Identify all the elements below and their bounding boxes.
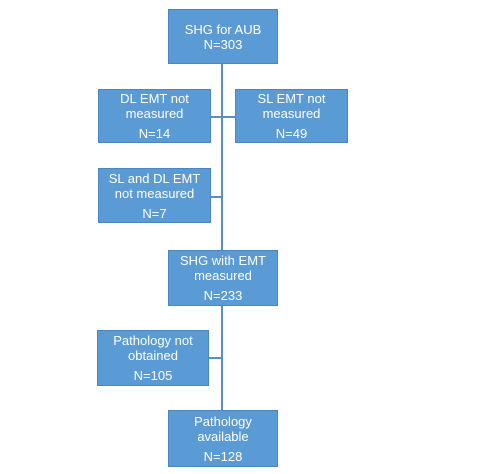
dl-emt-label-1: DL EMT not [120, 91, 189, 106]
pathology-available-box: Pathology available N=128 [168, 410, 278, 467]
pathology-not-obtained-label-2: obtained [128, 348, 178, 363]
pathology-not-obtained-label-1: Pathology not [113, 333, 193, 348]
sl-dl-branch-connector [211, 196, 222, 198]
sl-dl-emt-label-2: not measured [114, 185, 195, 201]
pathology-not-obtained-box: Pathology not obtained N=105 [97, 330, 209, 386]
sl-dl-emt-count: N=7 [142, 205, 167, 221]
sl-emt-count: N=49 [275, 126, 308, 141]
main-vertical-connector-bottom [221, 306, 223, 410]
dl-emt-not-measured-box: DL EMT not measured N=14 [98, 89, 211, 143]
pathology-available-count: N=128 [203, 448, 243, 464]
main-vertical-connector-top [221, 63, 223, 250]
dl-branch-connector [211, 116, 222, 118]
shg-with-emt-measured-box: SHG with EMT measured N=233 [168, 250, 278, 306]
sl-emt-label-1: SL EMT not [257, 91, 326, 106]
dl-emt-count: N=14 [138, 126, 171, 141]
sl-dl-emt-label-1: SL and DL EMT [108, 170, 201, 186]
pathology-not-obtained-connector [209, 357, 222, 359]
pathology-available-label-1: Pathology [194, 413, 252, 429]
shg-for-aub-count: N=303 [203, 36, 243, 52]
pathology-not-obtained-count: N=105 [133, 368, 173, 383]
shg-emt-count: N=233 [203, 288, 243, 303]
shg-for-aub-box: SHG for AUB N=303 [168, 9, 278, 64]
shg-emt-label-1: SHG with EMT [180, 253, 266, 268]
pathology-available-label-2: available [197, 428, 249, 444]
sl-emt-not-measured-box: SL EMT not measured N=49 [235, 89, 348, 143]
shg-emt-label-2: measured [194, 268, 252, 283]
sl-and-dl-emt-not-measured-box: SL and DL EMT not measured N=7 [98, 168, 211, 223]
sl-emt-label-2: measured [262, 106, 321, 121]
sl-branch-connector [222, 116, 235, 118]
shg-for-aub-title: SHG for AUB [184, 21, 262, 37]
dl-emt-label-2: measured [125, 106, 184, 121]
